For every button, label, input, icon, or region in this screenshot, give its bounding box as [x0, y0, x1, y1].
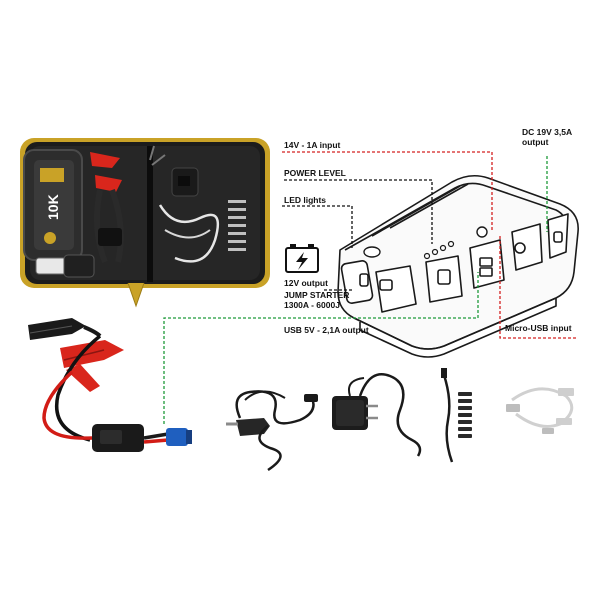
leader-micro-usb [499, 236, 578, 339]
jump-starter-unit [337, 174, 579, 358]
power-button-shape [476, 226, 488, 238]
label-usb-output: USB 5V - 2,1A output [284, 325, 369, 335]
label-12v-output: 12V output [284, 278, 328, 288]
jump-starter-unit-in-case: 10K [23, 149, 83, 261]
label-jump-starter: JUMP STARTER 1300A - 6000J [284, 290, 350, 310]
leader-usb-output [163, 272, 479, 424]
clamps-in-case [90, 152, 124, 264]
label-dc-output: DC 19V 3,5A output [522, 127, 573, 147]
led-light-lens [363, 246, 381, 258]
leader-power-level [284, 179, 433, 244]
laptop-tips-cable [441, 368, 472, 463]
wall-adapter [332, 373, 422, 457]
power-level-leds [423, 240, 455, 260]
battery-clamps [28, 318, 192, 452]
usb-cable [506, 387, 574, 434]
pouch-box [63, 254, 95, 278]
leader-led-lights [282, 205, 353, 248]
label-power-level: POWER LEVEL [284, 168, 346, 178]
car-charger-cable [226, 390, 318, 472]
case-right-contents [149, 145, 246, 263]
case-model-text: 10K [45, 194, 61, 220]
label-micro-usb: Micro-USB input [505, 323, 572, 333]
battery-lightning-icon [285, 244, 319, 273]
label-led-lights: LED lights [284, 195, 327, 205]
leader-14v-input [282, 151, 493, 232]
label-14v-input: 14V - 1A input [284, 140, 341, 150]
